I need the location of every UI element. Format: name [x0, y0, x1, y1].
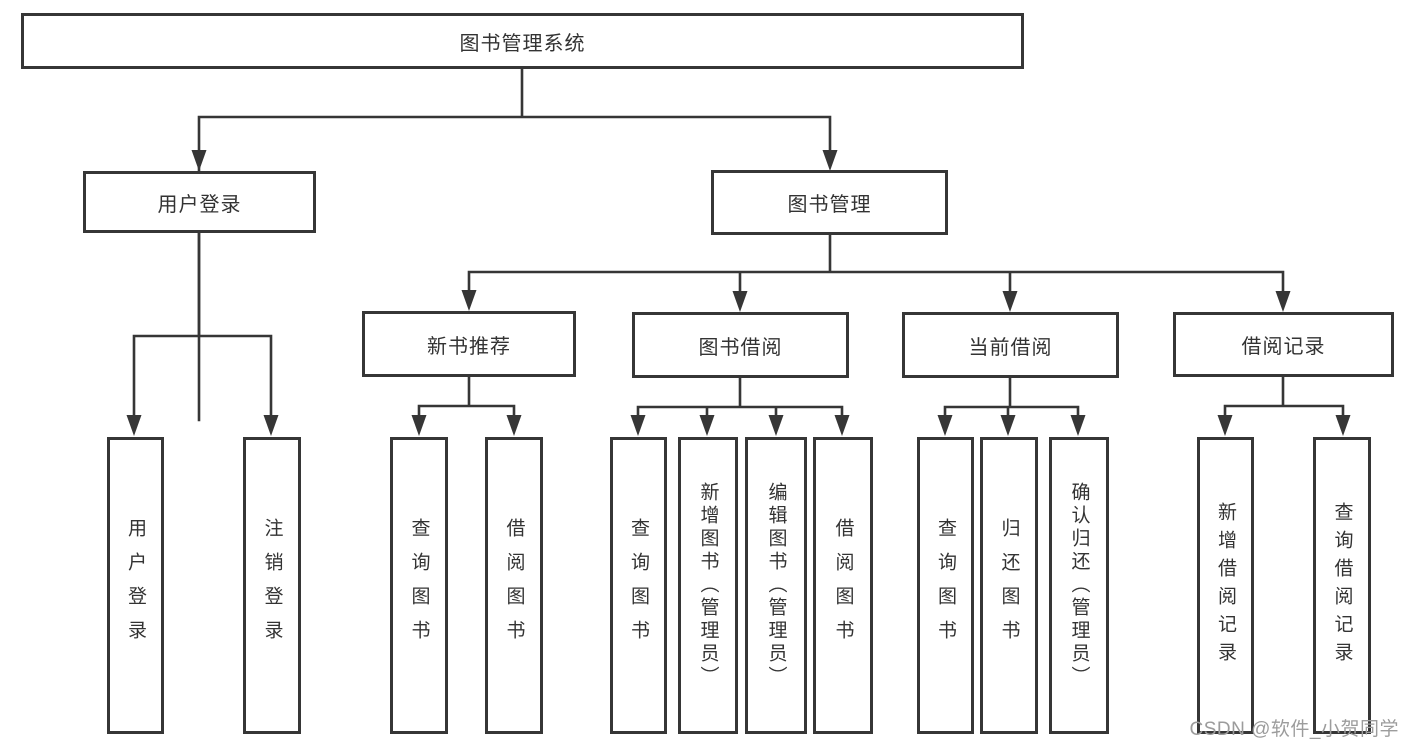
- leaf-query-books-current: 查询图书: [917, 437, 974, 734]
- edge-user-login-split: [132, 231, 273, 421]
- arrow-down-icon: [834, 415, 850, 436]
- arrow-down-icon: [461, 290, 477, 311]
- arrow-down-icon: [1000, 415, 1016, 436]
- node-label: 查询图书: [408, 517, 430, 654]
- node-label: 图书管理: [787, 194, 872, 216]
- leaf-return-book: 归还图书: [980, 437, 1038, 734]
- leaf-query-books-recommend: 查询图书: [390, 437, 448, 734]
- node-library-management-system: 图书管理系统: [21, 13, 1024, 69]
- node-label: 查询图书: [628, 517, 649, 654]
- node-borrow-records: 借阅记录: [1173, 312, 1394, 377]
- node-label: 用户登录: [125, 517, 146, 654]
- edge-current-borrow-split: [943, 376, 1080, 421]
- node-label: 新书推荐: [427, 335, 511, 358]
- arrow-down-icon: [263, 415, 279, 436]
- arrow-down-icon: [630, 415, 646, 436]
- node-label: 查询借阅记录: [1331, 501, 1353, 670]
- arrow-down-icon: [191, 150, 207, 171]
- arrow-down-icon: [1335, 415, 1351, 436]
- node-label: 查询图书: [935, 517, 956, 654]
- node-label: 新增借阅记录: [1215, 501, 1236, 670]
- leaf-edit-book-admin: 编辑图书（管理员）: [745, 437, 807, 734]
- arrow-down-icon: [1275, 291, 1291, 312]
- node-label: 借阅图书: [503, 517, 525, 654]
- arrow-down-icon: [732, 291, 748, 312]
- node-book-borrow: 图书借阅: [632, 312, 849, 378]
- leaf-borrow-books: 借阅图书: [813, 437, 873, 734]
- node-current-borrow: 当前借阅: [902, 312, 1119, 378]
- node-label: 当前借阅: [968, 336, 1053, 359]
- leaf-query-borrow-record: 查询借阅记录: [1313, 437, 1371, 734]
- node-label: 编辑图书（管理员）: [765, 482, 787, 689]
- node-label: 用户登录: [157, 193, 242, 216]
- arrow-down-icon: [1070, 415, 1086, 436]
- leaf-logout-login: 注销登录: [243, 437, 301, 734]
- leaf-user-login: 用户登录: [107, 437, 164, 734]
- node-label: 图书管理系统: [459, 32, 586, 55]
- arrow-down-icon: [937, 415, 953, 436]
- arrowhead-icons: [126, 150, 1351, 436]
- leaf-add-borrow-record: 新增借阅记录: [1197, 437, 1254, 734]
- node-label: 借阅记录: [1241, 336, 1326, 358]
- node-user-login: 用户登录: [83, 171, 316, 233]
- leaf-query-books-borrow: 查询图书: [610, 437, 667, 734]
- edge-new-book-split: [417, 375, 516, 421]
- arrow-down-icon: [768, 415, 784, 436]
- node-new-book-recommend: 新书推荐: [362, 311, 576, 377]
- arrow-down-icon: [1002, 291, 1018, 312]
- node-label: 图书借阅: [698, 336, 783, 359]
- node-book-management: 图书管理: [711, 170, 948, 235]
- node-label: 借阅图书: [832, 517, 854, 654]
- edge-root-to-level2: [197, 67, 832, 422]
- edge-book-borrow-split: [636, 376, 844, 421]
- node-label: 归还图书: [998, 517, 1020, 654]
- edge-book-mgmt-split: [467, 233, 1285, 296]
- arrow-down-icon: [506, 415, 522, 436]
- node-label: 注销登录: [261, 517, 283, 654]
- arrow-down-icon: [411, 415, 427, 436]
- arrow-down-icon: [126, 415, 142, 436]
- leaf-confirm-return-admin: 确认归还（管理员）: [1049, 437, 1109, 734]
- edge-borrow-record-split: [1223, 375, 1345, 421]
- leaf-add-book-admin: 新增图书（管理员）: [678, 437, 738, 734]
- arrow-down-icon: [822, 150, 838, 171]
- node-label: 确认归还（管理员）: [1068, 482, 1090, 689]
- arrow-down-icon: [699, 415, 715, 436]
- leaf-borrow-books-recommend: 借阅图书: [485, 437, 543, 734]
- node-label: 新增图书（管理员）: [697, 482, 719, 689]
- arrow-down-icon: [1217, 415, 1233, 436]
- csdn-watermark: CSDN @软件_小贺同学: [1189, 719, 1399, 740]
